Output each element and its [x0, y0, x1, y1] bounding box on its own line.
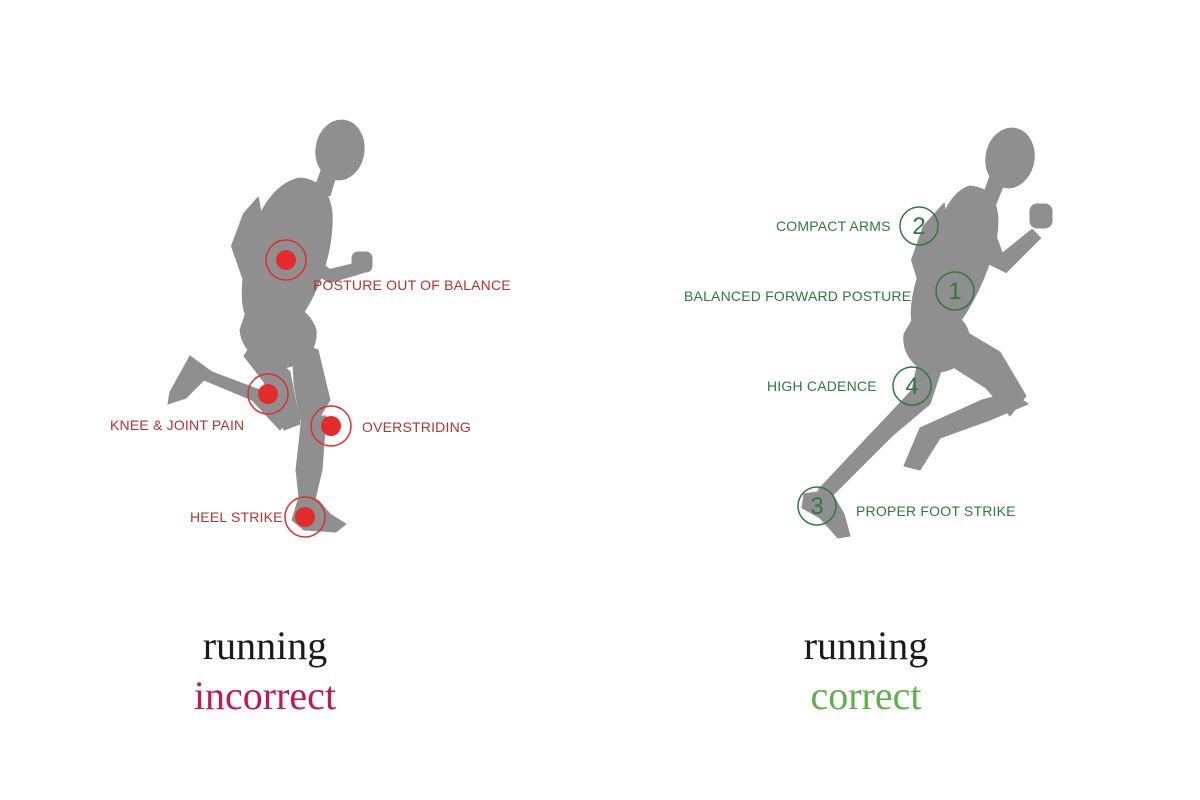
correct-runner-silhouette	[801, 127, 1053, 539]
overstriding-marker	[310, 405, 352, 447]
knee-joint-pain-label: KNEE & JOINT PAIN	[110, 417, 245, 433]
posture-marker	[265, 239, 307, 281]
balanced-posture-label: BALANCED FORWARD POSTURE	[684, 288, 912, 304]
foot-strike-label: PROPER FOOT STRIKE	[856, 503, 1016, 519]
correct-caption-state: correct	[810, 673, 922, 718]
incorrect-caption-word: running	[202, 623, 328, 668]
correct-markers: 2 1 4 3	[797, 206, 975, 526]
heel-marker	[284, 496, 326, 538]
compact-arms-number: 2	[912, 213, 925, 240]
heel-strike-label: HEEL STRIKE	[190, 509, 283, 525]
foot-strike-number: 3	[810, 493, 823, 520]
incorrect-caption-state: incorrect	[193, 673, 337, 718]
knee-marker	[247, 373, 289, 415]
high-cadence-number: 4	[905, 373, 918, 400]
correct-caption-word: running	[803, 623, 929, 668]
overstriding-label: OVERSTRIDING	[362, 419, 471, 435]
foot-strike-marker: 3	[797, 486, 837, 526]
incorrect-runner-silhouette	[167, 119, 373, 533]
compact-arms-label: COMPACT ARMS	[776, 218, 891, 234]
high-cadence-marker: 4	[892, 366, 932, 406]
incorrect-markers	[247, 239, 352, 538]
balanced-posture-number: 1	[948, 278, 961, 305]
high-cadence-label: HIGH CADENCE	[767, 378, 877, 394]
balanced-posture-marker: 1	[935, 271, 975, 311]
posture-label: POSTURE OUT OF BALANCE	[313, 277, 511, 293]
compact-arms-marker: 2	[899, 206, 939, 246]
